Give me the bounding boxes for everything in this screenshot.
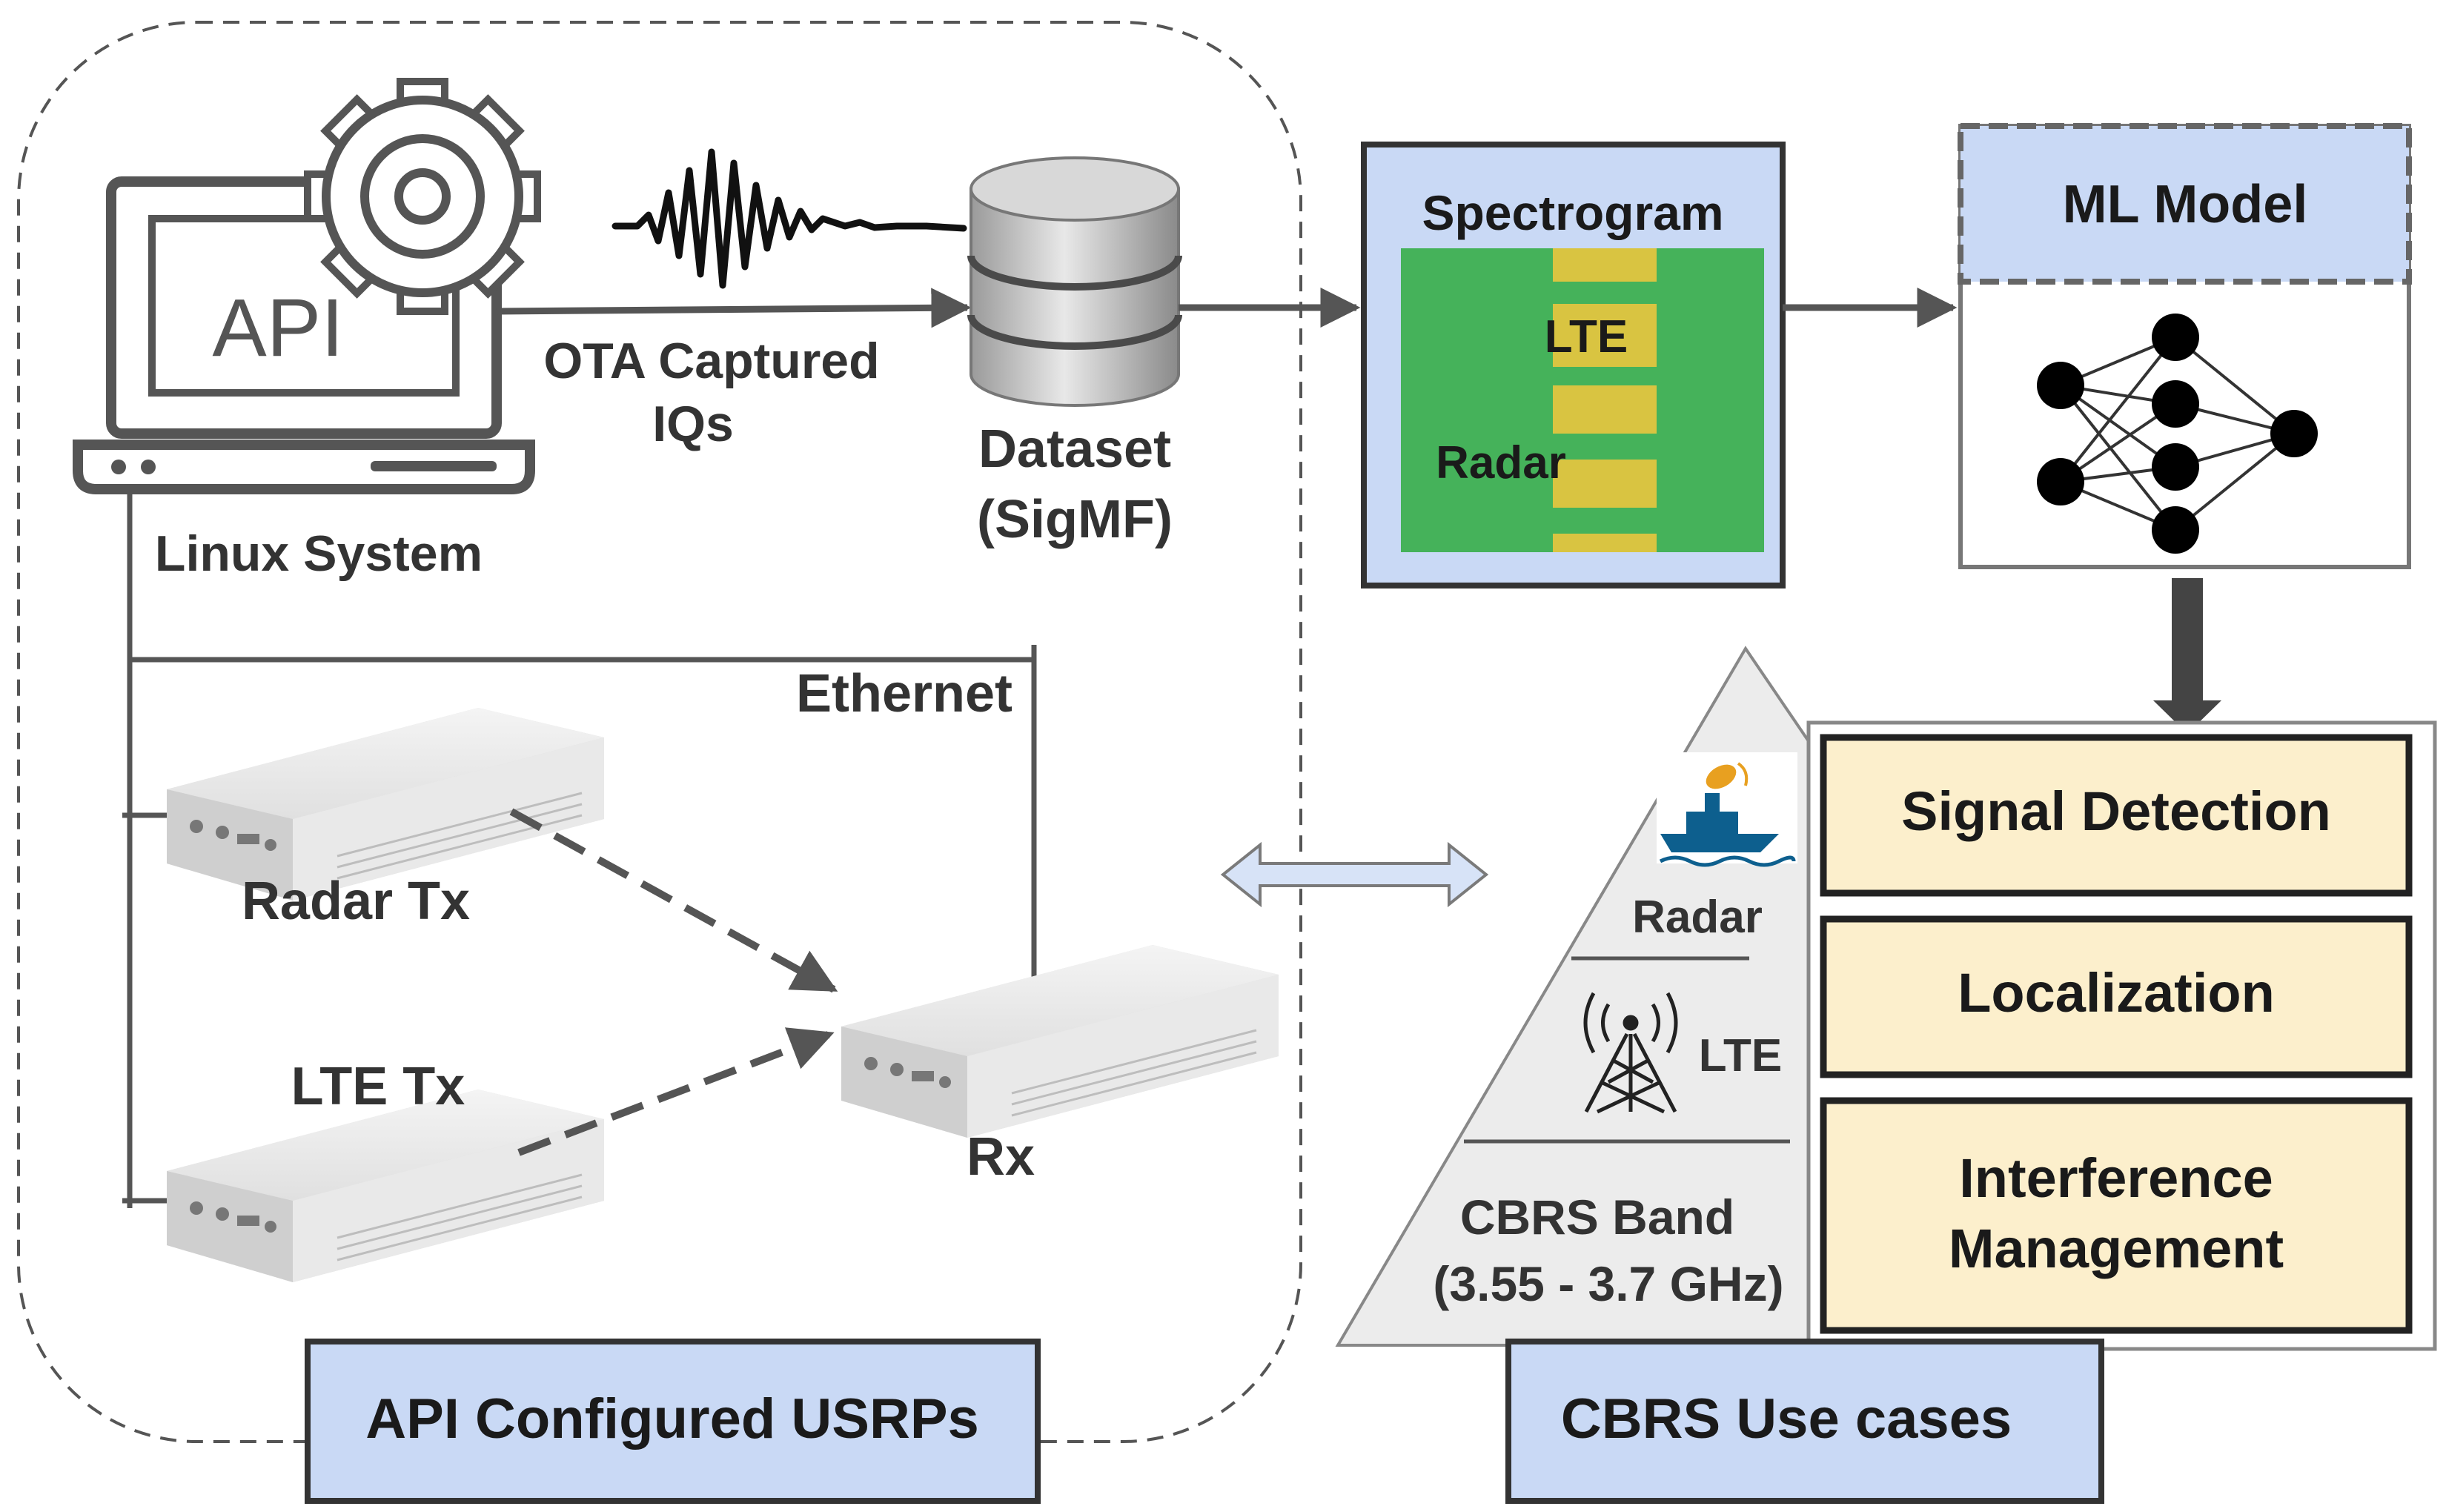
api-configured-usrps-label: API Configured USRPs xyxy=(365,1387,979,1450)
neural-network-icon xyxy=(2037,314,2318,554)
ml-model-header xyxy=(1958,123,2412,285)
api-label: API xyxy=(212,282,343,374)
radar-tx-label: Radar Tx xyxy=(242,872,470,931)
double-arrow xyxy=(1220,841,1489,908)
spectrogram-title: Spectrogram xyxy=(1422,185,1723,240)
pyramid-lte-label: LTE xyxy=(1699,1030,1783,1081)
radar-to-rx-dashed-arrow xyxy=(509,808,838,993)
ota-label-line2: IQs xyxy=(652,396,734,452)
rx-label: Rx xyxy=(967,1127,1035,1187)
localization-box xyxy=(1820,915,2413,1078)
database-icon xyxy=(967,156,1182,407)
cbrs-band-label-line2: (3.55 - 3.7 GHz) xyxy=(1433,1256,1783,1311)
cbrs-band-label-line1: CBRS Band xyxy=(1460,1190,1734,1244)
lte-tx-label: LTE Tx xyxy=(291,1057,465,1116)
waveform-icon xyxy=(612,148,967,289)
lte-tx-usrp-icon xyxy=(165,1088,606,1284)
ota-label-line1: OTA Captured xyxy=(543,333,879,389)
usrp-region-border xyxy=(17,21,1302,1443)
localization-label: Localization xyxy=(1958,962,2275,1024)
interference-management-box xyxy=(1820,1097,2413,1334)
ship-radar-icon xyxy=(1657,752,1797,867)
lte-to-rx-dashed-arrow xyxy=(517,1027,835,1156)
ml-to-usecases-arrow-shaft xyxy=(2172,578,2203,704)
pyramid-radar-label: Radar xyxy=(1632,892,1763,943)
interference-label-line2: Management xyxy=(1949,1218,2284,1279)
signal-detection-label: Signal Detection xyxy=(1901,780,2331,842)
spectrogram-bands xyxy=(1553,248,1657,552)
spectrogram-radar-label: Radar xyxy=(1436,437,1566,488)
dataset-label-line1: Dataset xyxy=(978,420,1171,479)
ml-model-title: ML Model xyxy=(2063,175,2308,234)
interference-label-line1: Interference xyxy=(1959,1147,2273,1209)
gear-icon xyxy=(304,78,541,315)
cbrs-use-cases-label: CBRS Use cases xyxy=(1561,1387,2012,1450)
api-configured-usrps-box xyxy=(305,1339,1041,1504)
ethernet-label: Ethernet xyxy=(796,664,1012,723)
linux-system-label: Linux System xyxy=(155,525,483,582)
ota-arrow xyxy=(496,288,972,328)
rx-usrp-icon xyxy=(840,944,1280,1139)
spectrogram-lte-label: LTE xyxy=(1545,311,1628,362)
signal-detection-box xyxy=(1820,734,2413,897)
dataset-label-line2: (SigMF) xyxy=(977,490,1173,549)
cbrs-use-cases-box xyxy=(1505,1339,2104,1504)
ml-to-usecases-arrow-head xyxy=(2153,700,2221,734)
cell-tower-icon xyxy=(1583,992,1678,1114)
